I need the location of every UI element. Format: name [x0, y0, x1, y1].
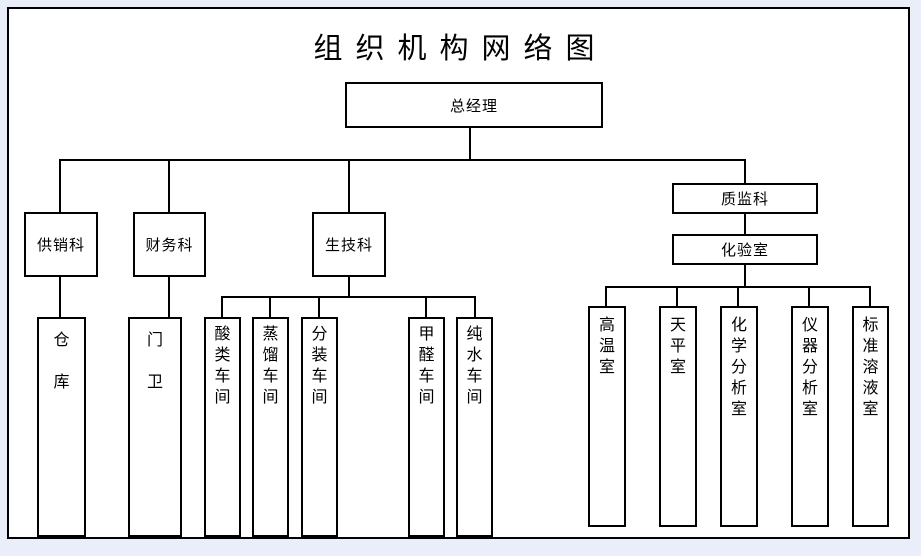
node-quality-dept: 质监科 [672, 183, 818, 214]
connector-drop-pure-water [474, 296, 476, 317]
connector-drop-formaldehyde [425, 296, 427, 317]
node-warehouse-label: 仓库 [53, 330, 70, 391]
node-supply-dept-label: 供销科 [36, 236, 85, 254]
node-chemical-analysis-room: 化学分析室 [720, 306, 758, 527]
connector-drop-high-temperature [605, 286, 607, 306]
connector-drop-standard-solution [869, 286, 871, 306]
node-standard-solution-room-label: 标准溶液室 [862, 315, 879, 418]
node-packaging-workshop-label: 分装车间 [311, 324, 328, 406]
node-lab: 化验室 [672, 234, 818, 265]
connector-drop-production [348, 159, 350, 212]
connector-ceo-riser [469, 128, 471, 161]
connector-drop-acid [221, 296, 223, 317]
connector-drop-packaging [318, 296, 320, 317]
connector-supply-warehouse [59, 276, 61, 317]
node-packaging-workshop: 分装车间 [301, 317, 338, 537]
connector-drop-chemical-analysis [737, 286, 739, 306]
connector-lab-riser [744, 264, 746, 288]
connector-drop-quality [744, 159, 746, 183]
connector-drop-instrument-analysis [808, 286, 810, 306]
node-lab-label: 化验室 [720, 241, 769, 259]
connector-drop-finance [168, 159, 170, 212]
connector-drop-distillation [269, 296, 271, 317]
node-distillation-workshop: 蒸馏车间 [252, 317, 289, 537]
node-gate-guard-label: 门卫 [146, 330, 163, 391]
node-formaldehyde-workshop-label: 甲醛车间 [418, 324, 435, 406]
node-finance-dept: 财务科 [133, 212, 206, 277]
node-ceo: 总经理 [345, 82, 603, 128]
node-high-temperature-room: 高温室 [588, 306, 626, 527]
node-acid-workshop-label: 酸类车间 [214, 324, 231, 406]
node-pure-water-workshop-label: 纯水车间 [466, 324, 483, 406]
node-high-temperature-room-label: 高温室 [598, 315, 615, 376]
connector-quality-lab [744, 212, 746, 235]
connector-drop-balance [676, 286, 678, 306]
connector-workshops-rail [221, 296, 476, 298]
connector-finance-gate [168, 276, 170, 317]
node-supply-dept: 供销科 [24, 212, 98, 277]
node-formaldehyde-workshop: 甲醛车间 [408, 317, 445, 537]
node-warehouse: 仓库 [37, 317, 86, 537]
chart-title: 组织机构网络图 [313, 31, 608, 65]
connector-drop-supply [59, 159, 61, 212]
node-acid-workshop: 酸类车间 [204, 317, 241, 537]
node-distillation-workshop-label: 蒸馏车间 [262, 324, 279, 406]
node-balance-room: 天平室 [659, 306, 697, 527]
node-ceo-label: 总经理 [449, 96, 498, 115]
node-standard-solution-room: 标准溶液室 [852, 306, 889, 527]
node-finance-dept-label: 财务科 [145, 236, 194, 254]
node-balance-room-label: 天平室 [669, 315, 686, 376]
node-production-dept: 生技科 [312, 212, 386, 277]
node-pure-water-workshop: 纯水车间 [456, 317, 493, 537]
node-quality-dept-label: 质监科 [720, 190, 769, 208]
node-chemical-analysis-room-label: 化学分析室 [730, 315, 747, 418]
node-gate-guard: 门卫 [128, 317, 182, 537]
node-production-dept-label: 生技科 [324, 236, 373, 254]
connector-production-riser [348, 276, 350, 297]
node-instrument-analysis-room-label: 仪器分析室 [801, 315, 818, 418]
connector-main-rail [59, 159, 746, 161]
node-instrument-analysis-room: 仪器分析室 [791, 306, 829, 527]
